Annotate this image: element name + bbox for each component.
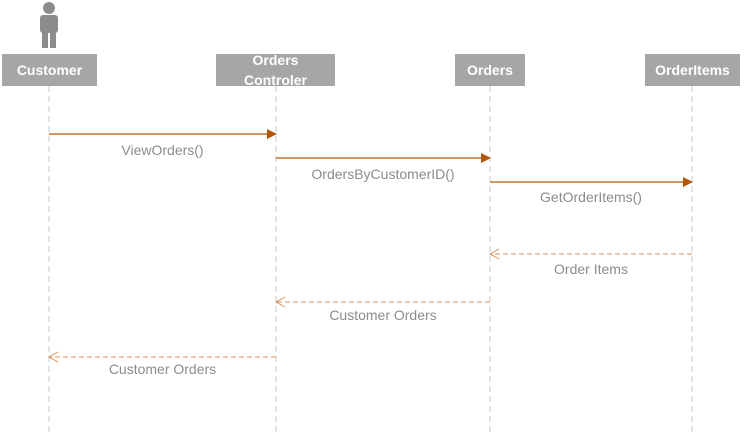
message-label-6: Customer Orders [109,361,216,377]
participant-label-orders: Orders [467,62,513,78]
open-arrowhead-icon [274,296,286,308]
participant-label-orders-controller: Controler [244,72,308,88]
open-arrowhead-icon [47,351,59,363]
participant-box-customer [2,54,97,86]
message-label-4: Order Items [554,261,628,277]
person-icon [40,2,58,48]
message-label-1: ViewOrders() [121,142,203,158]
participant-box-orders-controller [216,54,335,86]
participant-box-orders [455,54,525,86]
message-1: ViewOrders() [49,129,277,158]
open-arrowhead-icon [488,248,500,260]
participant-box-order-items [645,54,740,86]
message-label-5: Customer Orders [329,307,436,323]
participant-orders: Orders [455,54,525,86]
message-5: Customer Orders [274,296,490,323]
message-label-3: GetOrderItems() [540,189,642,205]
participant-label-orders-controller: Orders [253,52,299,68]
participant-label-order-items: OrderItems [655,62,730,78]
participant-order-items: OrderItems [645,54,740,86]
message-label-2: OrdersByCustomerID() [311,166,454,182]
message-3: GetOrderItems() [490,177,693,205]
message-6: Customer Orders [47,351,276,377]
message-2: OrdersByCustomerID() [276,153,491,182]
message-4: Order Items [488,248,692,277]
participant-label-customer: Customer [17,62,83,78]
participant-customer: Customer [2,54,97,86]
